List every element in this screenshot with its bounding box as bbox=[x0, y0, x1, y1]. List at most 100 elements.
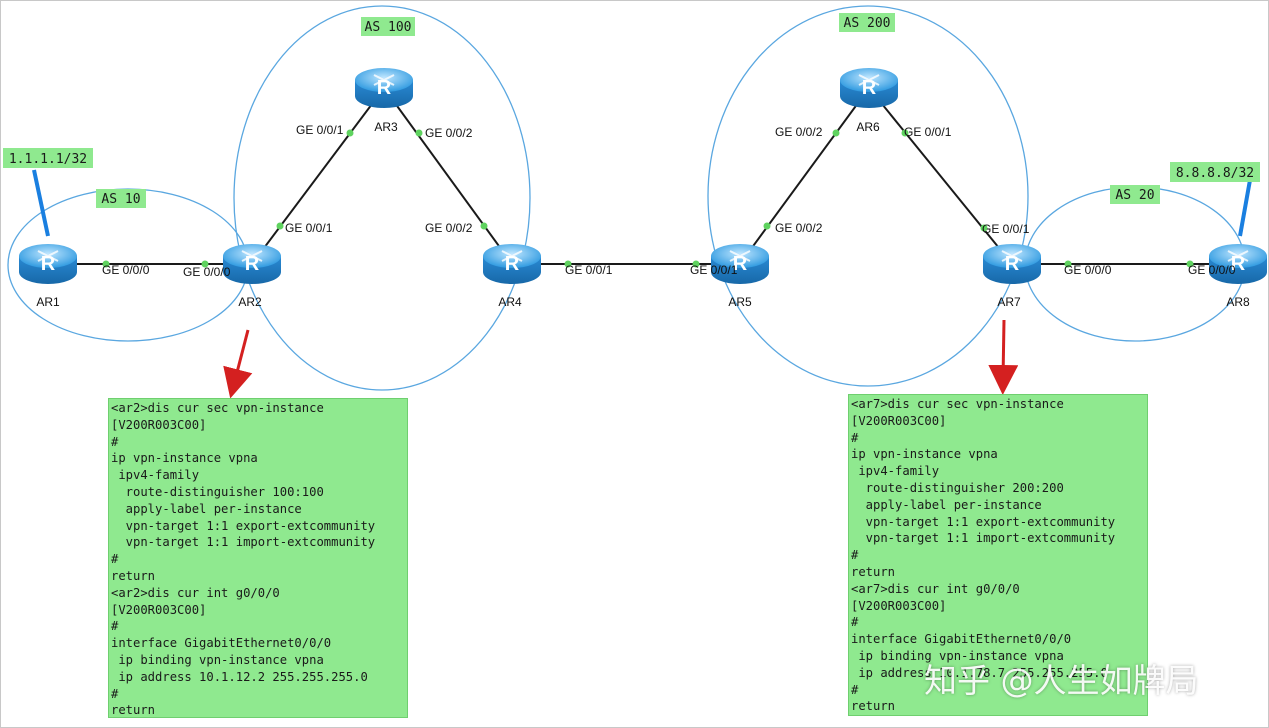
cli-ar7-line: return bbox=[851, 699, 896, 714]
router-ar1[interactable]: R bbox=[18, 243, 78, 285]
cli-ar2-line: ip vpn-instance vpna bbox=[111, 451, 258, 466]
as10-label: AS 10 bbox=[101, 192, 140, 207]
cli-ar2-line: return bbox=[111, 703, 156, 718]
cli-ar2-line: ip address 10.1.12.2 255.255.255.0 bbox=[111, 669, 368, 684]
port-ar3-ge001: GE 0/0/1 bbox=[296, 123, 344, 137]
cli-ar2-line: ipv4-family bbox=[111, 468, 200, 483]
port-ar3-ge002: GE 0/0/2 bbox=[425, 126, 473, 140]
router-ar4-label: AR4 bbox=[498, 295, 522, 309]
router-ar8-letter: R bbox=[1231, 253, 1246, 275]
cli-ar7-line: # bbox=[851, 682, 859, 697]
cli-ar2-line: ip binding vpn-instance vpna bbox=[111, 652, 324, 667]
arrow-ar2-to-cli bbox=[223, 329, 253, 399]
router-ar8[interactable]: R bbox=[1208, 243, 1268, 285]
port-ar2-ge000: GE 0/0/0 bbox=[183, 265, 231, 279]
router-ar5-letter: R bbox=[733, 253, 748, 275]
router-ar3[interactable]: R bbox=[354, 67, 414, 109]
cli-ar7-line: return bbox=[851, 564, 896, 579]
link-ar2-ar3 bbox=[251, 87, 385, 265]
cli-ar2-line: [V200R003C00] bbox=[111, 417, 207, 432]
router-ar7-label: AR7 bbox=[997, 295, 1021, 309]
cli-ar7-line: # bbox=[851, 430, 859, 445]
port-ar8-ge000: GE 0/0/0 bbox=[1188, 263, 1236, 277]
port-ar6-ge002: GE 0/0/2 bbox=[775, 125, 823, 139]
port-ar1-ge000: GE 0/0/0 bbox=[102, 263, 150, 277]
router-ar3-letter: R bbox=[377, 77, 392, 99]
cli-ar7-line: [V200R003C00] bbox=[851, 598, 947, 613]
port-ar4-ge002: GE 0/0/2 bbox=[425, 221, 473, 235]
cli-ar7-line: # bbox=[851, 548, 859, 563]
cli-ar2-line: route-distinguisher 100:100 bbox=[111, 484, 324, 499]
as20-label-bg bbox=[1110, 185, 1160, 204]
link-ar3-ar4 bbox=[383, 87, 513, 265]
cli-ar7-line: vpn-target 1:1 export-extcommunity bbox=[851, 514, 1116, 529]
router-ar6[interactable]: R bbox=[839, 67, 899, 109]
router-ar8-label: AR8 bbox=[1226, 295, 1250, 309]
cli-ar2-line: # bbox=[111, 686, 119, 701]
prefix-tag-right-bg bbox=[1170, 162, 1260, 182]
cli-ar7-line: <ar7>dis cur sec vpn-instance bbox=[851, 397, 1064, 411]
as100-label: AS 100 bbox=[365, 20, 412, 35]
port-dots bbox=[102, 129, 1194, 268]
cli-ar2-line: # bbox=[111, 434, 119, 449]
cli-ar2-line: apply-label per-instance bbox=[111, 501, 302, 516]
router-ar6-label: AR6 bbox=[856, 120, 880, 134]
port-ar5-ge001: GE 0/0/1 bbox=[690, 263, 738, 277]
port-ar4-ge001: GE 0/0/1 bbox=[565, 263, 613, 277]
router-ar1-letter: R bbox=[41, 253, 56, 275]
as200-ring bbox=[707, 5, 1029, 387]
as10-label-bg bbox=[96, 189, 146, 208]
cli-ar2-line: interface GigabitEthernet0/0/0 bbox=[111, 636, 332, 651]
router-ar6-letter: R bbox=[862, 77, 877, 99]
cli-ar7-line: ip vpn-instance vpna bbox=[851, 447, 998, 462]
cli-ar7-line: ip address 10.1.78.7 255.255.255.0 bbox=[851, 665, 1108, 680]
cli-ar7-line: interface GigabitEthernet0/0/0 bbox=[851, 632, 1072, 647]
cli-ar2-line: # bbox=[111, 552, 119, 567]
cli-ar2-line: return bbox=[111, 568, 156, 583]
cli-ar2-line: [V200R003C00] bbox=[111, 602, 207, 617]
cli-ar2-line: vpn-target 1:1 export-extcommunity bbox=[111, 518, 376, 533]
ar8-loopback-link bbox=[1238, 179, 1252, 237]
port-ar6-ge001: GE 0/0/1 bbox=[904, 125, 952, 139]
cli-ar7-line: <ar7>dis cur int g0/0/0 bbox=[851, 581, 1020, 596]
ar1-loopback-link bbox=[32, 169, 50, 237]
prefix-tag-left: 1.1.1.1/32 bbox=[9, 152, 87, 167]
router-ar7-letter: R bbox=[1005, 253, 1020, 275]
router-ar2[interactable]: R bbox=[222, 243, 282, 285]
router-ar1-label: AR1 bbox=[36, 295, 60, 309]
router-ar4[interactable]: R bbox=[482, 243, 542, 285]
port-ar5-ge002: GE 0/0/2 bbox=[775, 221, 823, 235]
cli-ar7-line: ipv4-family bbox=[851, 464, 940, 479]
as100-label-bg bbox=[361, 17, 415, 36]
cli-ar2-line: # bbox=[111, 619, 119, 634]
as200-label: AS 200 bbox=[844, 16, 891, 31]
cli-ar7-line: [V200R003C00] bbox=[851, 413, 947, 428]
watermark: 知乎 @人生如牌局 bbox=[924, 661, 1199, 700]
router-ar4-letter: R bbox=[505, 253, 520, 275]
cli-output-ar7: <ar7>dis cur sec vpn-instance [V200R003C0… bbox=[848, 394, 1148, 716]
as200-label-bg bbox=[839, 13, 895, 32]
prefix-tag-left-bg bbox=[3, 148, 93, 168]
as20-label: AS 20 bbox=[1115, 188, 1154, 203]
cli-ar7-line: apply-label per-instance bbox=[851, 497, 1042, 512]
router-ar5[interactable]: R bbox=[710, 243, 770, 285]
port-ar2-ge001: GE 0/0/1 bbox=[285, 221, 333, 235]
port-ar7-ge000: GE 0/0/0 bbox=[1064, 263, 1112, 277]
cli-ar2-line: <ar2>dis cur int g0/0/0 bbox=[111, 585, 280, 600]
cli-ar2-line: <ar2>dis cur sec vpn-instance bbox=[111, 401, 324, 415]
as100-ring bbox=[233, 5, 531, 391]
prefix-tag-right: 8.8.8.8/32 bbox=[1176, 166, 1254, 181]
link-ar5-ar6 bbox=[739, 87, 870, 265]
router-ar2-letter: R bbox=[245, 253, 260, 275]
cli-ar7-line: vpn-target 1:1 import-extcommunity bbox=[851, 531, 1116, 546]
router-ar5-label: AR5 bbox=[728, 295, 752, 309]
router-ar7[interactable]: R bbox=[982, 243, 1042, 285]
router-ar3-label: AR3 bbox=[374, 120, 398, 134]
cli-ar7-line: ip binding vpn-instance vpna bbox=[851, 648, 1064, 663]
router-ar2-label: AR2 bbox=[238, 295, 262, 309]
cli-output-ar2: <ar2>dis cur sec vpn-instance [V200R003C0… bbox=[108, 398, 408, 718]
cli-ar7-line: route-distinguisher 200:200 bbox=[851, 480, 1064, 495]
cli-ar7-line: # bbox=[851, 615, 859, 630]
cli-ar2-line: vpn-target 1:1 import-extcommunity bbox=[111, 535, 376, 550]
